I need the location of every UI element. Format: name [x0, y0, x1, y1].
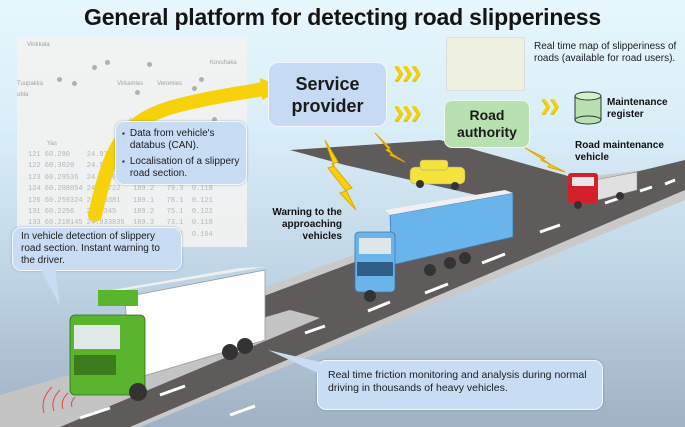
map-place-label: Veromies	[157, 81, 183, 87]
service-provider-label: Service	[295, 73, 360, 94]
map-place-label: ubla	[17, 92, 29, 98]
upload-arrow	[88, 81, 275, 222]
map-marker	[92, 65, 97, 70]
map-place-label: Vinkkala	[27, 42, 50, 48]
warning-line2: approaching	[281, 219, 342, 230]
map-marker	[199, 77, 204, 82]
bullet-icon: ▪	[122, 129, 125, 138]
database-cylinder-icon	[574, 91, 602, 125]
chevron-arrows-to-register-icon: ❯❯	[540, 97, 561, 113]
table-row: 121 60.280 24.978	[28, 151, 113, 159]
sensor-waves-icon	[42, 386, 76, 414]
map-marker	[147, 62, 152, 67]
bullet-icon: ▪	[122, 157, 125, 166]
friction-bubble-pointer	[268, 350, 320, 374]
table-row: 133 60.218145 24.933835 189.3 73.1 0.118	[28, 219, 218, 228]
map-marker	[57, 77, 62, 82]
map-place-label: Tuupakka	[17, 81, 44, 87]
map-place-label: Kovuhaka	[210, 60, 237, 66]
realtime-map-thumbnail	[446, 37, 525, 91]
bubble-pointer	[40, 268, 60, 306]
service-provider-label-2: provider	[291, 95, 364, 116]
maintenance-register-line1: Maintenance	[607, 97, 668, 108]
map-marker	[212, 117, 217, 122]
table-row: 122 60.3020 24.936	[28, 162, 113, 171]
map-marker	[135, 90, 140, 95]
friction-monitoring-bubble: Real time friction monitoring and analys…	[317, 360, 603, 410]
can-data-bubble: ▪ Data from vehicle's databus (CAN). ▪ L…	[115, 121, 247, 185]
chevron-arrows-to-map-icon: ❯❯❯	[393, 64, 422, 80]
road-maintenance-line1: Road maintenance	[575, 140, 664, 151]
road-authority-label: Road	[469, 107, 505, 123]
maintenance-register-line2: register	[607, 109, 644, 120]
car-lightning-icon	[374, 132, 406, 163]
yellow-car	[409, 159, 466, 190]
map-marker	[72, 81, 77, 86]
can-bullet-text: Localisation of a slippery road section.	[129, 156, 240, 179]
warning-line3: vehicles	[302, 231, 342, 242]
map-marker	[192, 86, 197, 91]
green-refrigerated-truck	[69, 267, 266, 401]
map-place-label: Yas	[47, 141, 57, 147]
map-marker	[105, 60, 110, 65]
can-bullet-item: ▪ Localisation of a slippery road sectio…	[122, 156, 240, 180]
diagram-title: General platform for detecting road slip…	[84, 4, 601, 30]
red-maintenance-truck	[568, 171, 638, 209]
can-bullet-text: Data from vehicle's databus (CAN).	[129, 128, 215, 151]
realtime-map-description: Real time map of slipperiness of roads (…	[534, 41, 677, 64]
blue-semi-truck	[354, 190, 514, 302]
in-vehicle-detection-bubble: In vehicle detection of slippery road se…	[12, 227, 182, 271]
map-place-label: Virkamies	[117, 81, 144, 87]
road-authority-label-2: authority	[457, 124, 517, 140]
lane-markings	[79, 178, 676, 420]
can-bullet-item: ▪ Data from vehicle's databus (CAN).	[122, 128, 240, 152]
road-maintenance-line2: vehicle	[575, 152, 609, 163]
warning-line1: Warning to the	[272, 207, 342, 218]
maintenance-lightning-icon	[524, 147, 566, 173]
warning-lightning-icon	[324, 139, 357, 211]
chevron-arrows-to-authority-icon: ❯❯❯	[393, 104, 422, 120]
